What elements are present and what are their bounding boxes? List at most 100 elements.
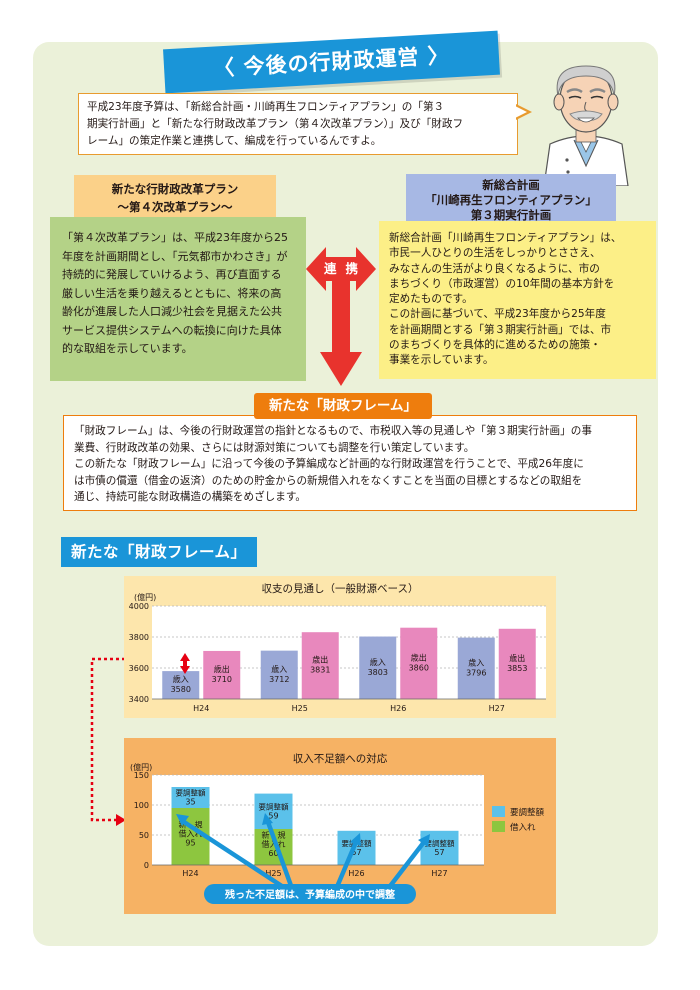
master-plan-line: を計画期間とする「第３期実行計画」では、市 — [389, 323, 612, 336]
frame-line: 業費、行財政改革の効果、さらには財源対策についても調整を行い策定しています。 — [74, 441, 475, 454]
chart1-ytick: 4000 — [129, 602, 149, 611]
master-plan-line: のまちづくりを具体的に進めるための施策・ — [389, 339, 601, 352]
chart1-title: 収支の見通し（一般財源ベース） — [262, 582, 419, 595]
reform-plan-subtitle: ～第４次改革プラン～ — [117, 200, 233, 214]
chart1-bar-value: 3580 — [171, 685, 191, 694]
chart2-ytick: 100 — [134, 801, 149, 810]
chart1-ytick: 3800 — [129, 633, 149, 642]
master-plan-title: 新総合計画 — [482, 178, 540, 192]
chart1-bar-value: 3853 — [507, 664, 527, 673]
master-plan-body: 新総合計画「川崎再生フロンティアプラン」は、 市民一人ひとりの生活をしっかりとさ… — [379, 221, 656, 379]
chart2-xtick: H24 — [182, 869, 198, 878]
intro-line: 期実行計画」と「新たな行財政改革プラン（第４次改革プラン）」及び「財政フ — [87, 118, 464, 130]
callout-text: 残った不足額は、予算編成の中で調整 — [225, 888, 395, 901]
chart1-bar-value: 3796 — [466, 668, 486, 677]
chart1-ytick: 3600 — [129, 664, 149, 673]
chart1-bar — [301, 632, 339, 699]
intro-speech-bubble: 平成23年度予算は、「新総合計画・川崎再生フロンティアプラン」の「第３ 期実行計… — [78, 93, 518, 155]
intro-line: 平成23年度予算は、「新総合計画・川崎再生フロンティアプラン」の「第３ — [87, 101, 445, 113]
chart2-unit: (億円) — [130, 762, 152, 772]
chart1-bar — [359, 636, 397, 699]
chart1-bar-series-label: 歳入 — [173, 674, 189, 684]
master-plan-subtitle: 第３期実行計画 — [470, 208, 552, 222]
reform-plan-header: 新たな行財政改革プラン ～第４次改革プラン～ — [74, 175, 276, 221]
chart1-xtick: H25 — [292, 704, 308, 713]
chart1-bar-series-label: 歳出 — [312, 655, 328, 665]
chart2-adjust-label: 要調整額 — [425, 838, 455, 848]
chart2-legend: 要調整額 借入れ — [492, 806, 545, 833]
chart2-loan-label: 借入れ — [179, 829, 203, 839]
master-plan-line: この計画に基づいて、平成23年度から25年度 — [389, 308, 606, 321]
legend-swatch-loan — [492, 821, 505, 832]
chart1-bar — [162, 671, 200, 699]
master-plan-line: まちづくり（市政運営）の10年間の基本方針を — [389, 277, 615, 290]
chart1-bar — [400, 627, 438, 699]
chart2-ytick: 50 — [139, 831, 149, 840]
chart1-bar — [498, 628, 536, 699]
reform-plan-line: 齢化が進展した人口減少社会を見据えた公共 — [62, 305, 282, 318]
frame-line: 通じ、持続可能な財政構造の構築をめざします。 — [74, 491, 307, 503]
reform-plan-line: 的な取組を示しています。 — [62, 342, 193, 355]
chart2-ytick: 0 — [144, 861, 149, 870]
chart1-bar — [260, 650, 298, 699]
chart1-unit: (億円) — [134, 592, 156, 602]
chart2-xtick: H26 — [348, 869, 364, 878]
chart1-bar-series-label: 歳出 — [411, 652, 427, 662]
chart2-bar-adjust — [254, 793, 293, 829]
master-plan-line: 事業を示しています。 — [389, 354, 494, 367]
chart2-xtick: H27 — [431, 869, 447, 878]
chart2-adjust-label: 要調整額 — [176, 788, 206, 798]
reform-plan-line: サービス提供システムへの転換に向けた具体 — [62, 323, 282, 337]
chart2-ytick: 150 — [134, 771, 149, 780]
chart2-adjust-value: 35 — [185, 798, 195, 807]
frame-line: 「財政フレーム」は、今後の行財政運営の指針となるもので、市税収入等の見通しや「第… — [74, 425, 592, 437]
master-plan-name: 「川崎再生フロンティアプラン」 — [425, 193, 597, 207]
chart1-bar-value: 3831 — [310, 666, 330, 675]
chart1-bar-series-label: 歳入 — [468, 657, 484, 667]
callout-pill — [204, 884, 416, 904]
reform-plan-line: 厳しい生活を乗り越えるとともに、将来の高 — [62, 286, 282, 300]
master-plan-line: みなさんの生活がより良くなるように、市の — [389, 262, 600, 275]
reform-plan-line: 年度を計画期間とし、「元気都市かわさき」が — [62, 249, 288, 263]
chart1-bar-series-label: 歳出 — [509, 653, 525, 663]
frame-line: この新たな「財政フレーム」に沿って今後の予算編成など計画的な行財政運営を行うこと… — [74, 458, 584, 470]
chart2-bar-adjust — [171, 787, 210, 808]
chart1-bar-series-label: 歳入 — [370, 657, 386, 667]
master-plan-line: 新総合計画「川崎再生フロンティアプラン」は、 — [389, 232, 622, 244]
chart1-bar-value: 3860 — [409, 663, 429, 672]
chart1-xtick: H26 — [390, 704, 406, 713]
link-label: 連携 — [323, 261, 367, 276]
chart2-title: 収入不足額への対応 — [293, 752, 388, 765]
master-plan-header: 新総合計画 「川崎再生フロンティアプラン」 第３期実行計画 — [406, 174, 616, 228]
gap-indicator-arrow — [180, 653, 190, 674]
chart1-bar — [203, 650, 241, 699]
chart2-adjust-label: 要調整額 — [259, 801, 289, 811]
chart2-xtick: H25 — [265, 869, 281, 878]
section-title: 新たな「財政フレーム」 — [61, 537, 257, 567]
master-plan-line: 定めたものです。 — [389, 293, 473, 306]
callout-arrows — [176, 813, 430, 896]
chart1-bar-value: 3710 — [212, 675, 232, 684]
chart2-adjust-value: 57 — [434, 848, 444, 857]
professor-illustration — [543, 65, 629, 186]
reform-plan-line: 「第４次改革プラン」は、平成23年度から25 — [62, 231, 288, 244]
legend-label-loan: 借入れ — [510, 822, 536, 833]
revenue-expenditure-chart: 収支の見通し（一般財源ベース） (億円) 4000 3800 3600 3400 歳入… — [129, 582, 546, 713]
chart1-bar — [457, 637, 495, 699]
reform-plan-title: 新たな行財政改革プラン — [111, 182, 239, 196]
chart2-adjust-value: 57 — [351, 848, 361, 857]
financial-frame-header: 新たな「財政フレーム」 — [254, 393, 432, 419]
chart1-xtick: H24 — [193, 704, 209, 713]
intro-line: レーム」の策定作業と連携して、編成を行っているんですよ。 — [87, 135, 382, 147]
chart1-ytick: 3400 — [129, 695, 149, 704]
chart1-bar-value: 3712 — [269, 675, 289, 684]
page-title: 〈 今後の行財政運営 〉 — [212, 43, 451, 81]
master-plan-line: 市民一人ひとりの生活をしっかりとささえ、 — [389, 247, 601, 260]
chart2-adjust-value: 59 — [268, 811, 278, 820]
chart1-bar-series-label: 歳出 — [214, 664, 230, 674]
chart1-bar-series-label: 歳入 — [271, 664, 287, 674]
speech-tail-inner — [515, 106, 527, 118]
chart1-xtick: H27 — [489, 704, 505, 713]
chart2-loan-label: 借入れ — [262, 839, 286, 849]
